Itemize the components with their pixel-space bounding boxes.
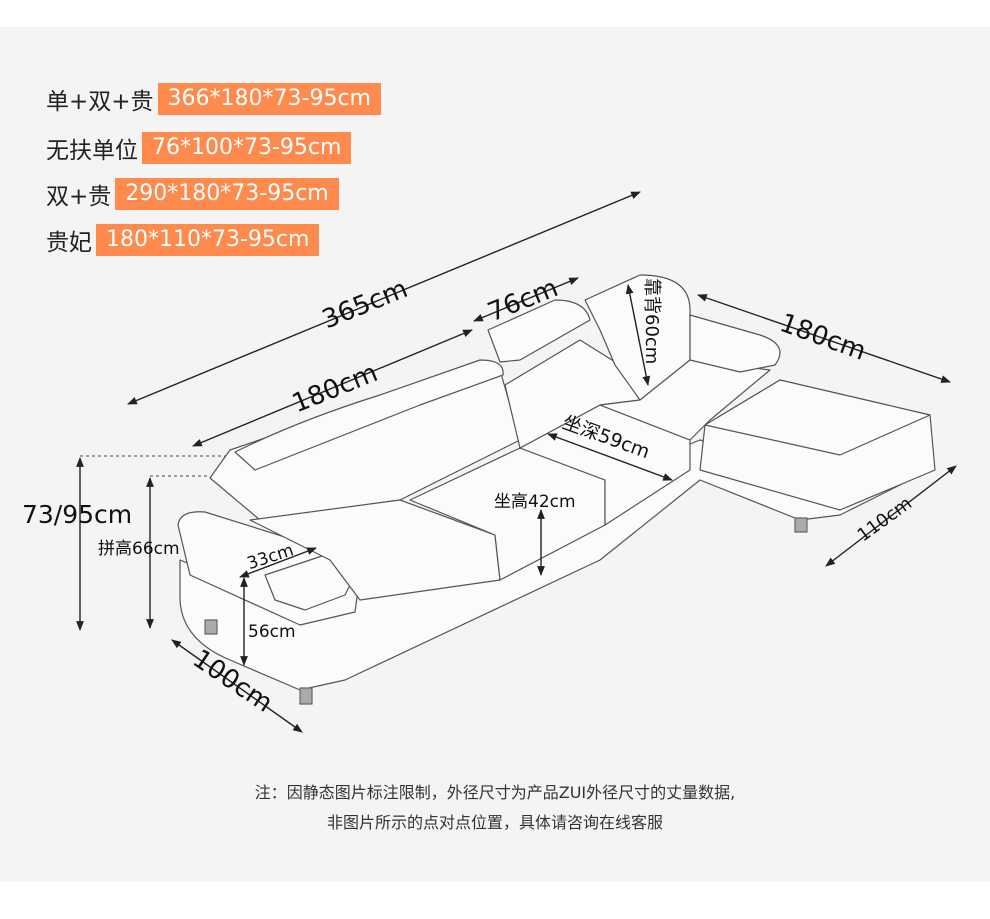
total-length-label: 365cm bbox=[318, 274, 412, 335]
sofa-foot bbox=[794, 517, 808, 533]
size-value: 366*180*73-95cm bbox=[157, 83, 381, 115]
sofa-foot bbox=[204, 619, 218, 635]
right-length-line bbox=[697, 294, 951, 383]
right-length-label: 180cm bbox=[776, 308, 870, 367]
depth-line bbox=[171, 639, 303, 733]
arm-height-label: 56cm bbox=[248, 622, 296, 642]
guide-lines bbox=[80, 455, 225, 477]
note-line-2: 非图片所示的点对点位置，具体请咨询在线客服 bbox=[326, 813, 663, 832]
size-row: 单+双+贵 366*180*73-95cm bbox=[46, 82, 381, 116]
back-width-line bbox=[473, 277, 579, 322]
seat-depth-line bbox=[547, 433, 673, 481]
chaise-top bbox=[704, 379, 931, 456]
sofa-foot bbox=[299, 687, 313, 705]
right-arm bbox=[689, 314, 781, 373]
size-name: 贵妃 bbox=[46, 230, 92, 256]
chaise-width-line bbox=[825, 465, 957, 567]
size-value: 76*100*73-95cm bbox=[142, 132, 352, 164]
size-name: 无扶单位 bbox=[46, 138, 138, 164]
note-line-1: 注：因静态图片标注限制，外径尺寸为产品ZUI外径尺寸的丈量数据, bbox=[254, 783, 736, 802]
seat-height-label: 坐高42cm bbox=[494, 492, 576, 512]
size-row: 无扶单位 76*100*73-95cm bbox=[46, 131, 352, 165]
dimension-lines bbox=[76, 191, 957, 733]
size-name: 单+双+贵 bbox=[46, 89, 154, 115]
size-name: 双+贵 bbox=[46, 184, 112, 210]
joint-height-label: 拼高66cm bbox=[98, 539, 180, 559]
backrest-line bbox=[625, 284, 651, 386]
arm-width-line bbox=[239, 547, 317, 578]
backrest-label: 靠背60cm bbox=[641, 278, 662, 364]
height-label: 73/95cm bbox=[22, 500, 132, 529]
middle-length-line bbox=[192, 329, 473, 447]
